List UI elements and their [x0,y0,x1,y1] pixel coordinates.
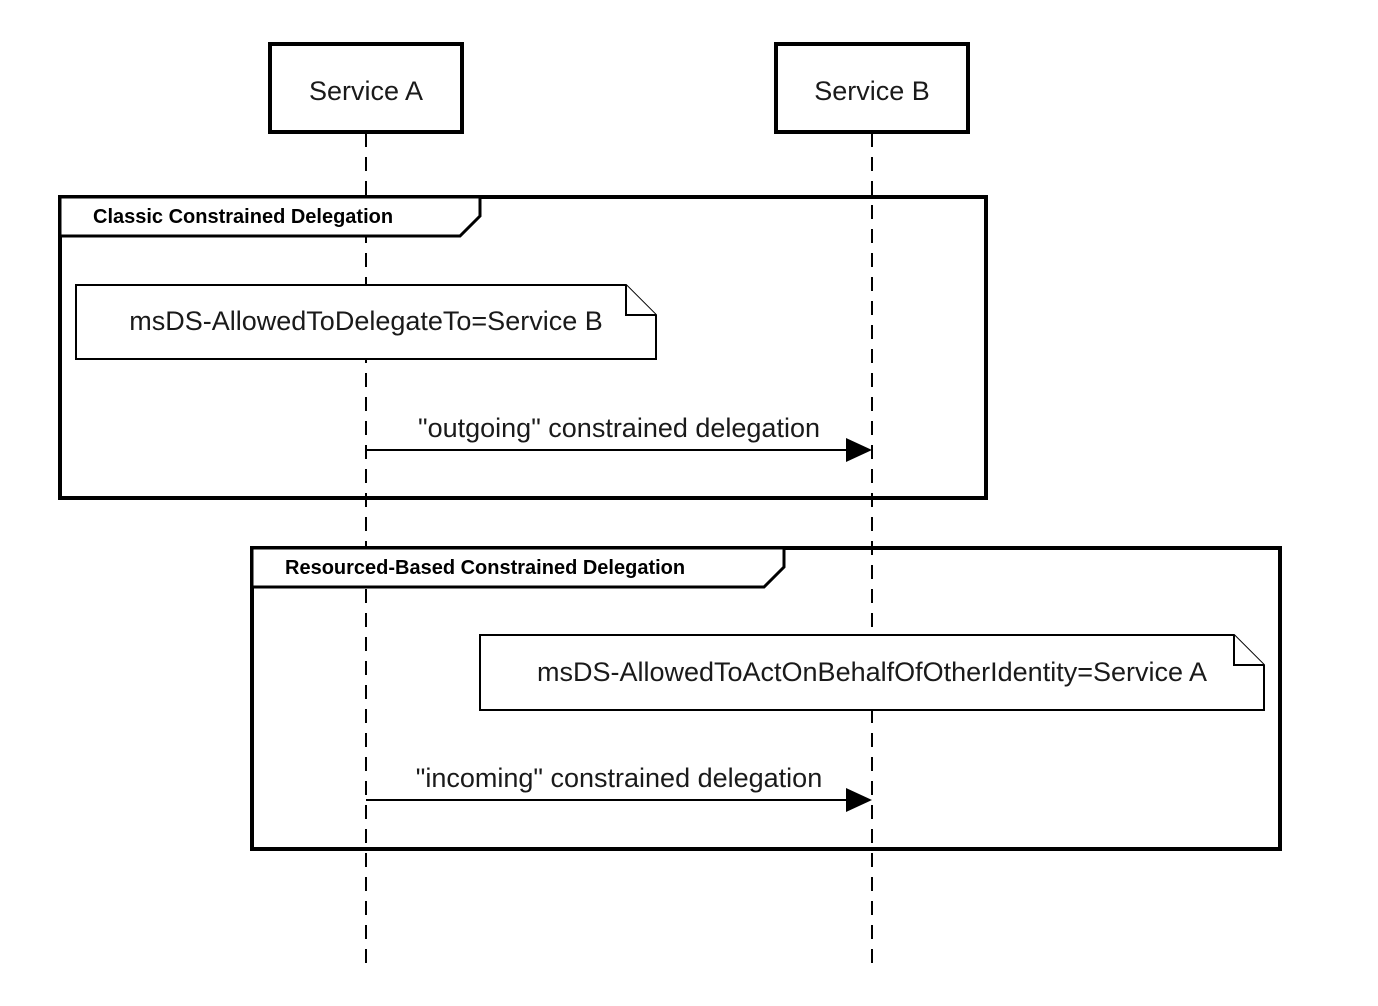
participant-service-b: Service B [774,42,970,134]
frame-rbcd-title: Resourced-Based Constrained Delegation [285,557,685,579]
message-outgoing-arrowhead [846,438,872,462]
message-incoming-delegation: "incoming" constrained delegation [366,763,872,812]
participant-service-a-label: Service A [309,76,423,106]
frame-classic-constrained-delegation: Classic Constrained Delegation msDS-Allo… [58,195,988,500]
participant-service-a: Service A [268,42,464,134]
note-allowed-to-delegate-to-text: msDS-AllowedToDelegateTo=Service B [129,306,602,336]
frame-classic-title: Classic Constrained Delegation [93,206,393,228]
message-incoming-label: "incoming" constrained delegation [416,763,822,793]
frame-resource-based-constrained-delegation: Resourced-Based Constrained Delegation m… [250,546,1282,851]
note-allowed-to-act-on-behalf: msDS-AllowedToActOnBehalfOfOtherIdentity… [479,634,1265,711]
note-allowed-to-delegate-to: msDS-AllowedToDelegateTo=Service B [75,284,657,360]
note-allowed-to-act-on-behalf-text: msDS-AllowedToActOnBehalfOfOtherIdentity… [537,657,1207,687]
message-outgoing-delegation: "outgoing" constrained delegation [366,413,872,462]
message-incoming-arrowhead [846,788,872,812]
message-outgoing-label: "outgoing" constrained delegation [418,413,820,443]
participant-service-b-label: Service B [814,76,930,106]
